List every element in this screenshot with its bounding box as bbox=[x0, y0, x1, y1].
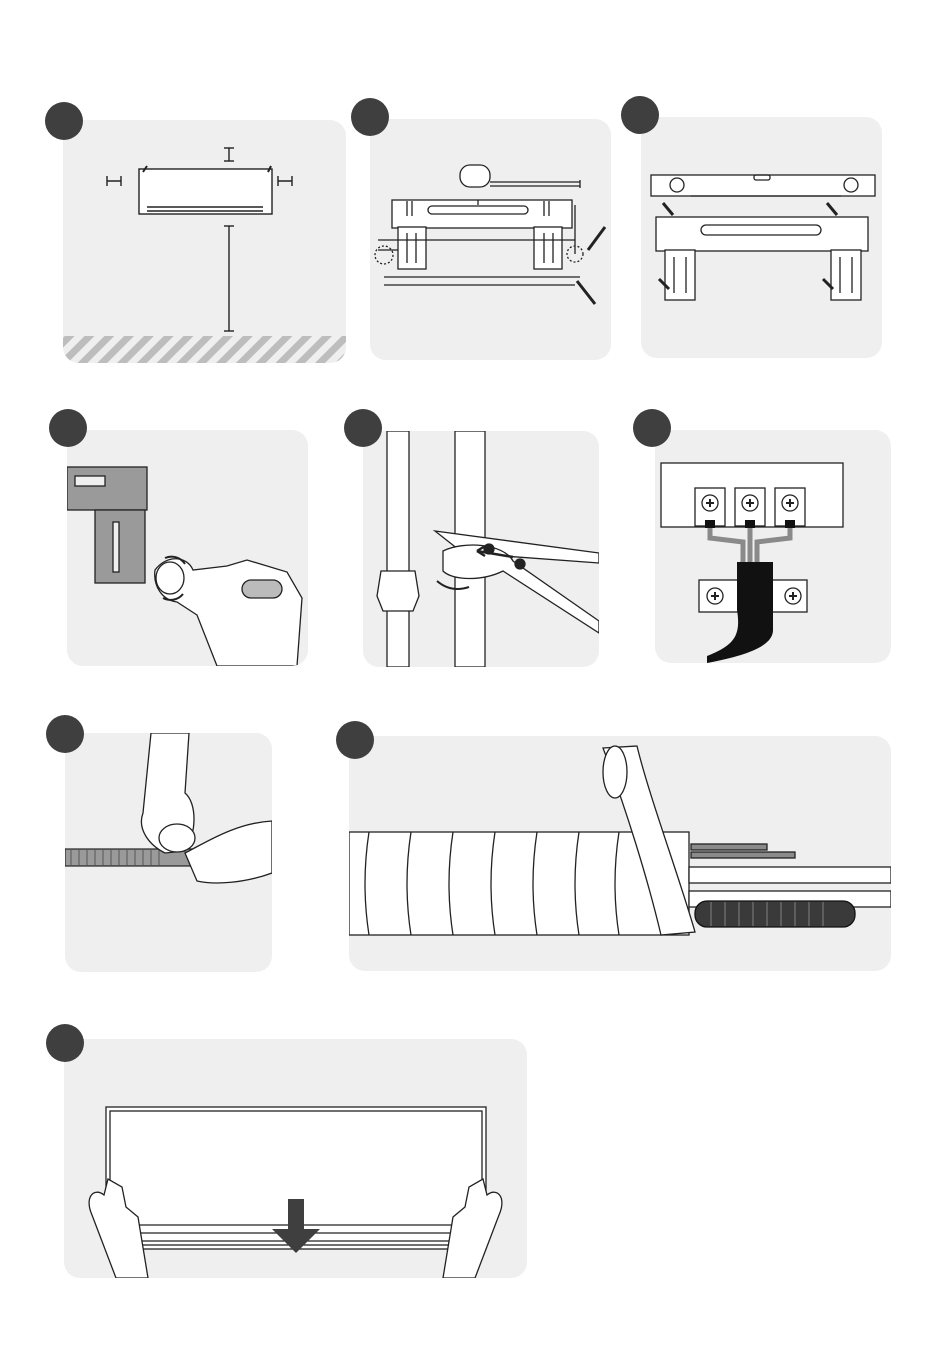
refrigerant-pipe-upper bbox=[689, 867, 891, 883]
floor-hatch bbox=[63, 336, 346, 363]
plate-bracket-right bbox=[534, 227, 562, 269]
step-1-badge bbox=[45, 102, 83, 140]
step-9-hang-unit-panel bbox=[64, 1039, 527, 1278]
step-6-badge bbox=[633, 409, 671, 447]
drill-bit-chuck bbox=[156, 562, 184, 594]
step-3-badge bbox=[621, 96, 659, 134]
step-9-badge bbox=[46, 1024, 84, 1062]
step-3-level-panel bbox=[641, 117, 882, 358]
pencil-icon bbox=[588, 227, 605, 250]
step-8-badge bbox=[336, 721, 374, 759]
step-5-wrench-panel bbox=[363, 431, 599, 667]
step-5-illustration bbox=[363, 431, 599, 667]
plate-bracket-right bbox=[831, 250, 861, 300]
step-7-badge bbox=[46, 715, 84, 753]
plate-bracket bbox=[95, 510, 145, 583]
step-3-illustration bbox=[641, 117, 882, 358]
step-4-drill-panel bbox=[67, 430, 308, 666]
step-8-bundle-panel bbox=[349, 736, 891, 971]
step-2-mark-panel bbox=[370, 119, 611, 360]
screw-icon-1 bbox=[663, 203, 673, 215]
drain-hose bbox=[695, 901, 855, 927]
step-2-illustration bbox=[370, 119, 611, 360]
hole-mark-left bbox=[375, 246, 393, 264]
step-2-badge bbox=[351, 98, 389, 136]
wire-1 bbox=[710, 526, 743, 565]
plate-bracket-left bbox=[398, 227, 426, 269]
step-8-illustration bbox=[349, 736, 891, 971]
step-1-illustration bbox=[63, 120, 346, 363]
step-6-illustration bbox=[655, 430, 891, 663]
wire-3 bbox=[757, 526, 790, 565]
mounting-plate bbox=[656, 217, 868, 251]
signal-wire-2 bbox=[691, 852, 795, 858]
step-4-badge bbox=[49, 409, 87, 447]
step-1-clearance-panel bbox=[63, 120, 346, 363]
tape-roll-end bbox=[603, 746, 627, 798]
step-4-illustration bbox=[67, 430, 308, 666]
screw-icon-2 bbox=[827, 203, 837, 215]
step-7-illustration bbox=[65, 733, 272, 972]
tape-measure-icon bbox=[460, 165, 490, 187]
plate-bracket-left bbox=[665, 250, 695, 300]
signal-wire-1 bbox=[691, 844, 767, 850]
mounting-plate-section bbox=[67, 467, 147, 510]
step-9-illustration bbox=[64, 1039, 527, 1278]
step-6-wiring-panel bbox=[655, 430, 891, 663]
pencil-icon-lower bbox=[577, 281, 595, 304]
flare-nut-left bbox=[377, 571, 419, 611]
tape-roll bbox=[159, 824, 195, 852]
right-hand bbox=[185, 821, 272, 883]
pipe-left bbox=[387, 431, 409, 667]
step-5-badge bbox=[344, 409, 382, 447]
step-7-tape-panel bbox=[65, 733, 272, 972]
